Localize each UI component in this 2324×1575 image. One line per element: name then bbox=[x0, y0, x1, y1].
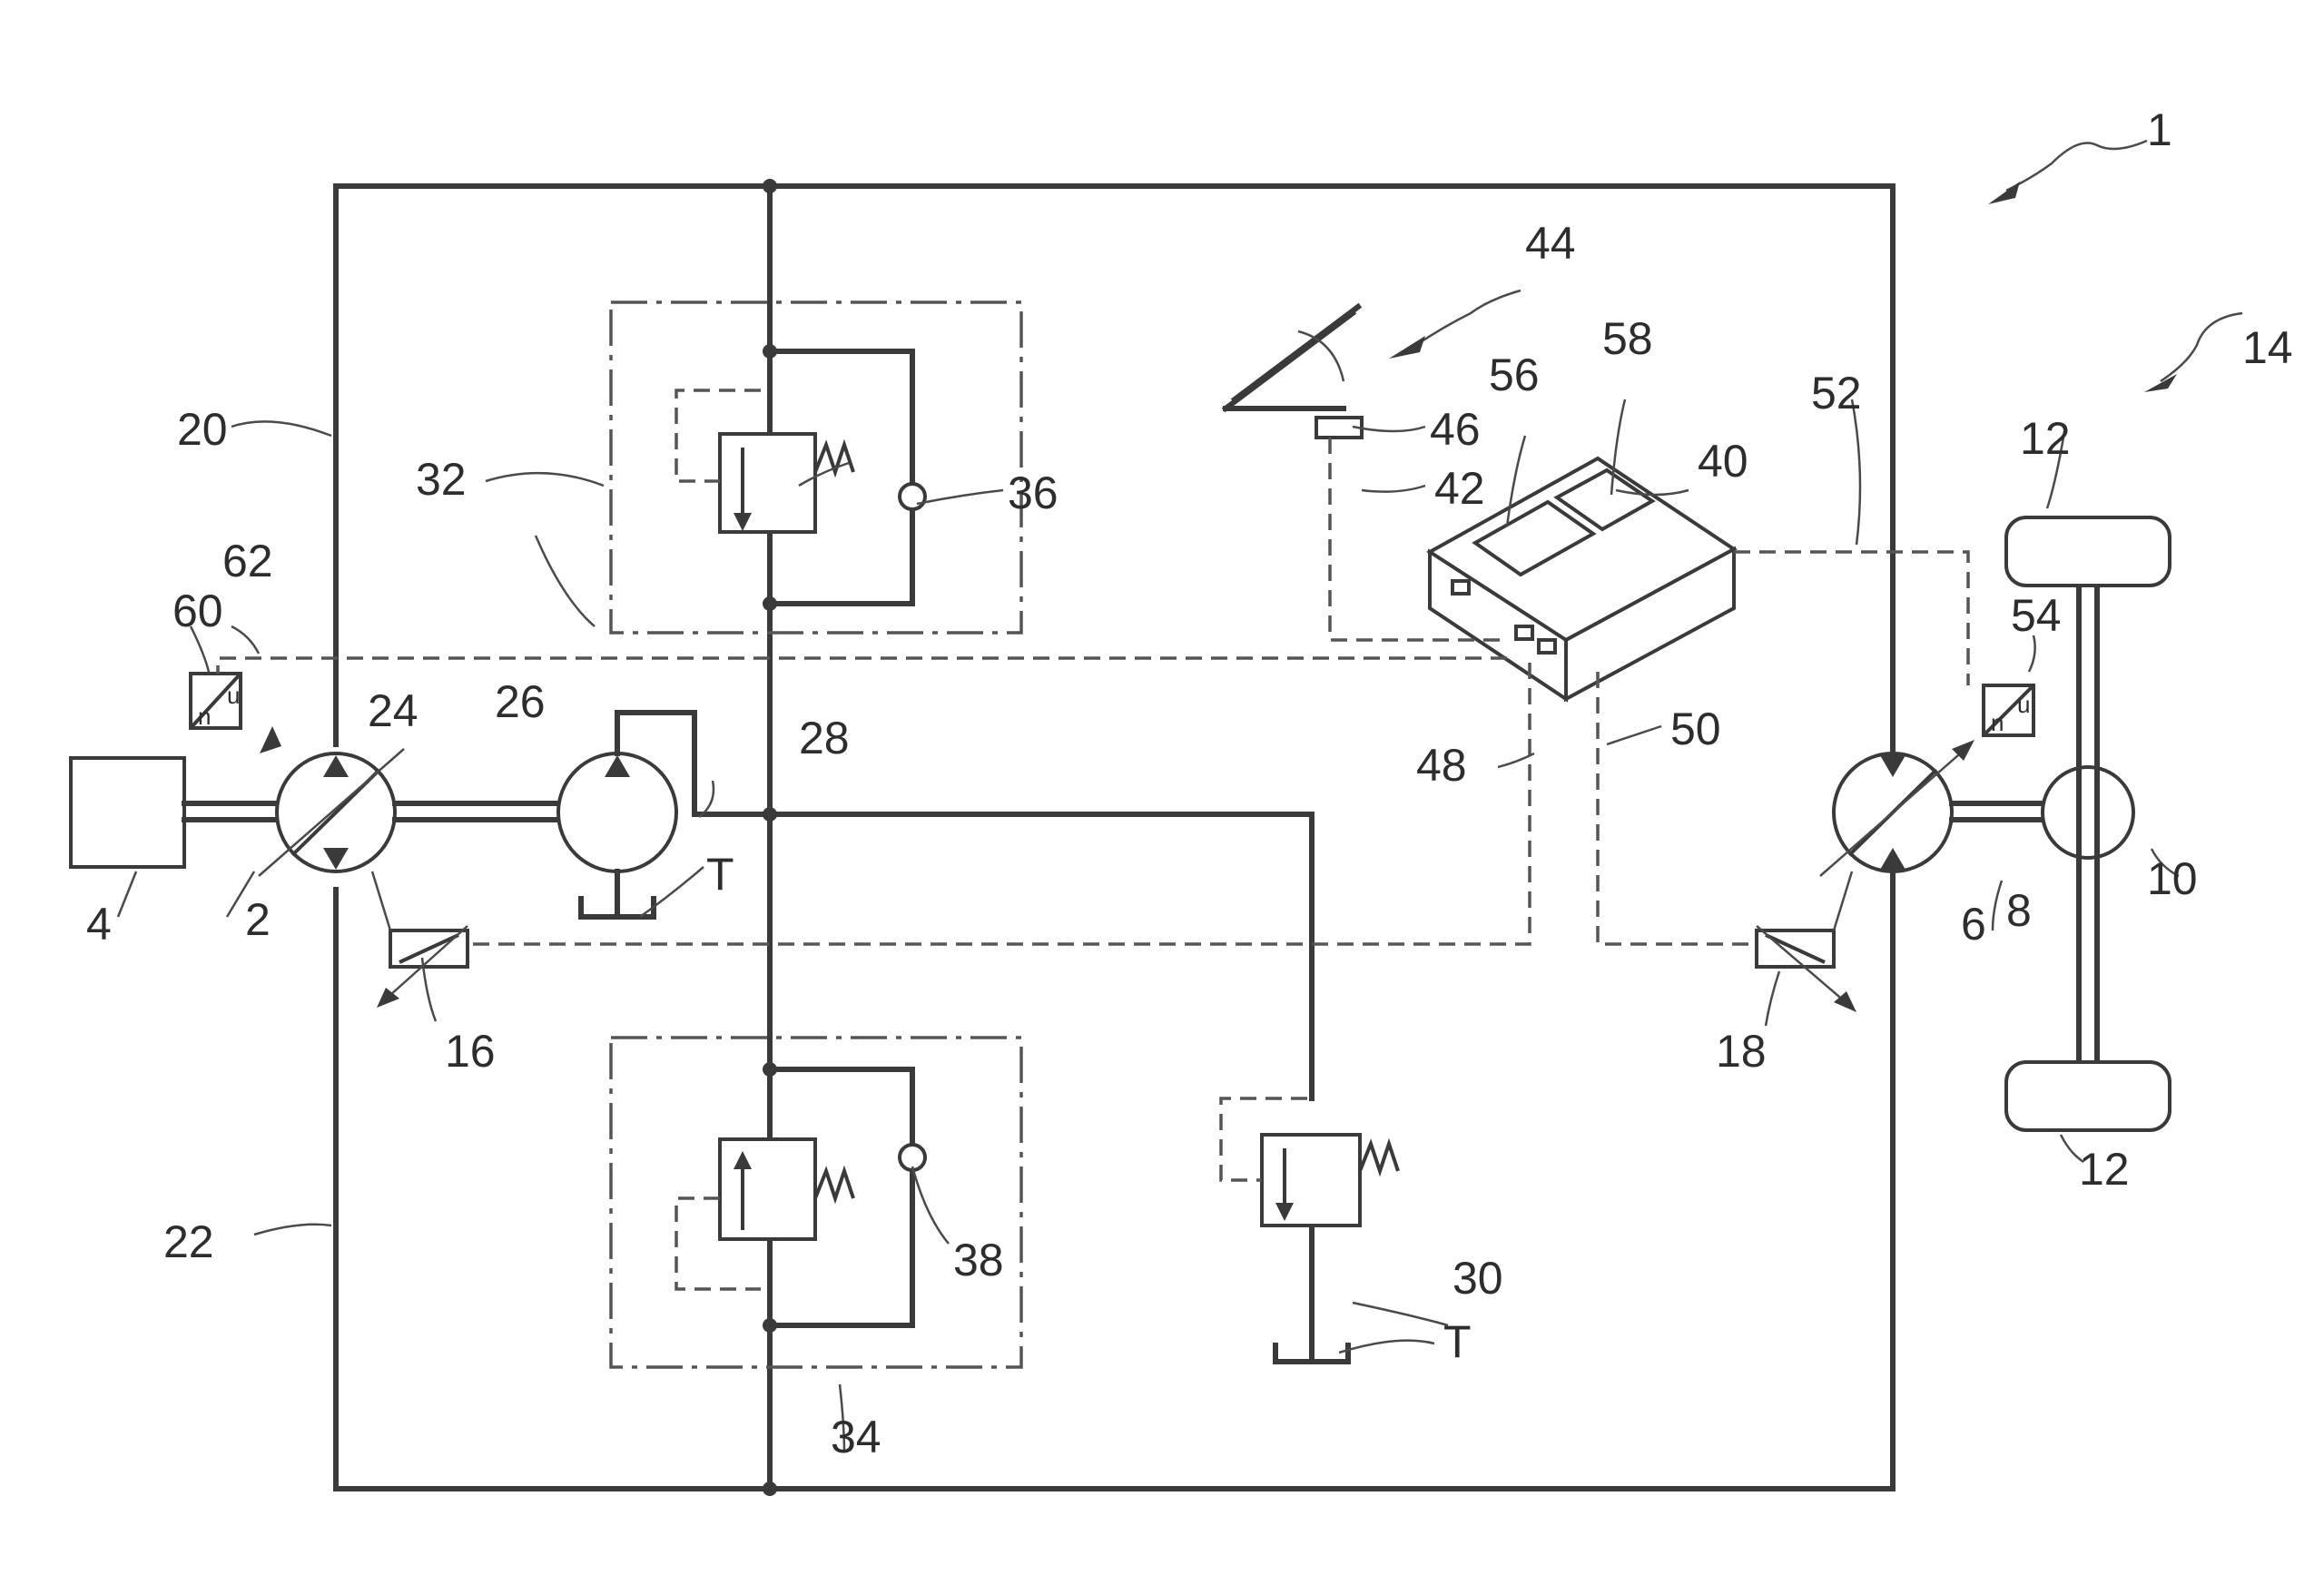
label-22: 22 bbox=[163, 1216, 214, 1267]
label-56: 56 bbox=[1489, 349, 1540, 400]
label-20: 20 bbox=[177, 404, 228, 455]
label-36: 36 bbox=[1008, 468, 1059, 518]
valve-group-32 bbox=[611, 302, 1021, 633]
label-38: 38 bbox=[953, 1235, 1004, 1285]
label-32: 32 bbox=[416, 454, 467, 505]
label-42: 42 bbox=[1434, 463, 1485, 514]
label-46: 46 bbox=[1430, 404, 1481, 455]
adjuster-18 bbox=[1757, 871, 1856, 1012]
variable-pump bbox=[259, 726, 404, 876]
reference-numerals: 1 2 4 6 8 10 12 12 14 16 18 20 22 24 26 … bbox=[86, 104, 2293, 1462]
label-4: 4 bbox=[86, 899, 112, 950]
label-34: 34 bbox=[831, 1412, 881, 1462]
hydraulic-motor bbox=[1820, 740, 2043, 876]
label-54: 54 bbox=[2011, 590, 2062, 641]
label-58: 58 bbox=[1602, 313, 1653, 364]
label-52: 52 bbox=[1811, 368, 1862, 418]
sensor-left-letter-bottom: n bbox=[198, 703, 211, 730]
label-50: 50 bbox=[1670, 704, 1721, 754]
label-1: 1 bbox=[2147, 104, 2172, 155]
leader-lines bbox=[118, 399, 2179, 1452]
charge-pump bbox=[558, 713, 694, 917]
label-2: 2 bbox=[245, 894, 271, 945]
sensor-right-letter-top: u bbox=[2017, 691, 2030, 718]
label-6: 6 bbox=[1961, 899, 1986, 950]
label-24: 24 bbox=[368, 685, 419, 736]
label-62: 62 bbox=[222, 536, 273, 586]
label-16: 16 bbox=[445, 1026, 496, 1077]
label-44: 44 bbox=[1525, 218, 1576, 269]
tank-label-1: T bbox=[706, 849, 734, 900]
label-12-bottom: 12 bbox=[2079, 1144, 2130, 1195]
label-40: 40 bbox=[1698, 436, 1748, 487]
label-60: 60 bbox=[172, 586, 223, 636]
label-48: 48 bbox=[1416, 740, 1467, 791]
signal-lines bbox=[218, 438, 1968, 944]
label-28: 28 bbox=[799, 713, 850, 763]
sensor-right-letter-bottom: n bbox=[1991, 709, 2004, 736]
label-8: 8 bbox=[2006, 885, 2032, 936]
label-30: 30 bbox=[1452, 1253, 1503, 1304]
label-18: 18 bbox=[1716, 1026, 1767, 1077]
label-26: 26 bbox=[495, 676, 546, 727]
accelerator-pedal bbox=[1226, 307, 1362, 438]
valve-group-34 bbox=[611, 1038, 1021, 1367]
shaft-24 bbox=[395, 803, 558, 820]
tank-label-2: T bbox=[1443, 1316, 1472, 1367]
label-10: 10 bbox=[2147, 853, 2198, 904]
engine bbox=[71, 758, 277, 867]
adjuster-16 bbox=[372, 871, 468, 1008]
sensor-left-letter-top: u bbox=[227, 682, 240, 709]
label-12-top: 12 bbox=[2020, 413, 2071, 464]
label-14: 14 bbox=[2242, 322, 2293, 373]
